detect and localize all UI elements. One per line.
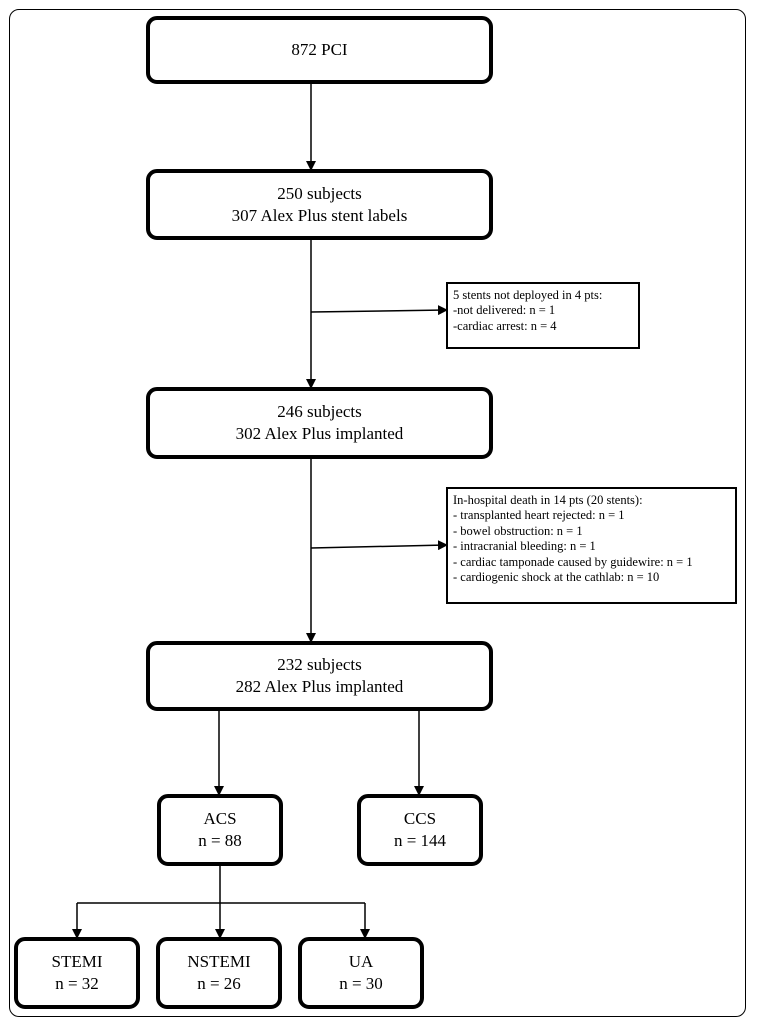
ua-box: UA n = 30 bbox=[298, 937, 424, 1009]
not-deployed-item: -cardiac arrest: n = 4 bbox=[453, 318, 557, 333]
not-deployed-title: 5 stents not deployed in 4 pts: bbox=[453, 288, 603, 302]
final-stents: 282 Alex Plus implanted bbox=[235, 677, 404, 696]
enrolled-box: 250 subjects 307 Alex Plus stent labels bbox=[146, 169, 493, 240]
in-hospital-death-box: In-hospital death in 14 pts (20 stents):… bbox=[446, 487, 737, 604]
stemi-count: n = 32 bbox=[55, 974, 99, 993]
death-cause-item: - intracranial bleeding: n = 1 bbox=[453, 539, 596, 554]
death-cause-item: - bowel obstruction: n = 1 bbox=[453, 523, 583, 538]
nstemi-label: NSTEMI bbox=[187, 952, 251, 971]
acs-box: ACS n = 88 bbox=[157, 794, 283, 866]
final-subjects: 232 subjects bbox=[277, 655, 362, 674]
death-cause-item: - cardiac tamponade caused by guidewire:… bbox=[453, 554, 693, 569]
nstemi-box: NSTEMI n = 26 bbox=[156, 937, 282, 1009]
implanted-stents: 302 Alex Plus implanted bbox=[235, 424, 404, 443]
stemi-label: STEMI bbox=[51, 952, 103, 971]
enrolled-stent-labels: 307 Alex Plus stent labels bbox=[231, 205, 408, 225]
enrolled-subjects: 250 subjects bbox=[277, 183, 362, 203]
ua-count: n = 30 bbox=[339, 974, 383, 993]
not-deployed-box: 5 stents not deployed in 4 pts: -not del… bbox=[446, 282, 640, 349]
ccs-count: n = 144 bbox=[393, 831, 447, 850]
nstemi-count: n = 26 bbox=[197, 974, 241, 993]
ua-label: UA bbox=[348, 952, 374, 971]
implanted-subjects: 246 subjects bbox=[277, 402, 362, 421]
pci-label: 872 PCI bbox=[291, 40, 348, 59]
pci-box: 872 PCI bbox=[146, 16, 493, 84]
implanted-box: 246 subjects 302 Alex Plus implanted bbox=[146, 387, 493, 459]
death-title: In-hospital death in 14 pts (20 stents): bbox=[453, 493, 643, 507]
ccs-label: CCS bbox=[403, 809, 437, 828]
acs-label: ACS bbox=[203, 809, 237, 828]
death-cause-item: - cardiogenic shock at the cathlab: n = … bbox=[453, 570, 660, 585]
final-cohort-box: 232 subjects 282 Alex Plus implanted bbox=[146, 641, 493, 711]
ccs-box: CCS n = 144 bbox=[357, 794, 483, 866]
arrow-to-not-deployed bbox=[310, 305, 448, 316]
stemi-box: STEMI n = 32 bbox=[14, 937, 140, 1009]
arrow-to-in-hospital-death bbox=[310, 540, 448, 551]
not-deployed-item: -not delivered: n = 1 bbox=[453, 303, 556, 318]
acs-count: n = 88 bbox=[198, 831, 242, 850]
death-cause-item: - transplanted heart rejected: n = 1 bbox=[453, 508, 625, 523]
diagram-frame bbox=[9, 9, 746, 1017]
